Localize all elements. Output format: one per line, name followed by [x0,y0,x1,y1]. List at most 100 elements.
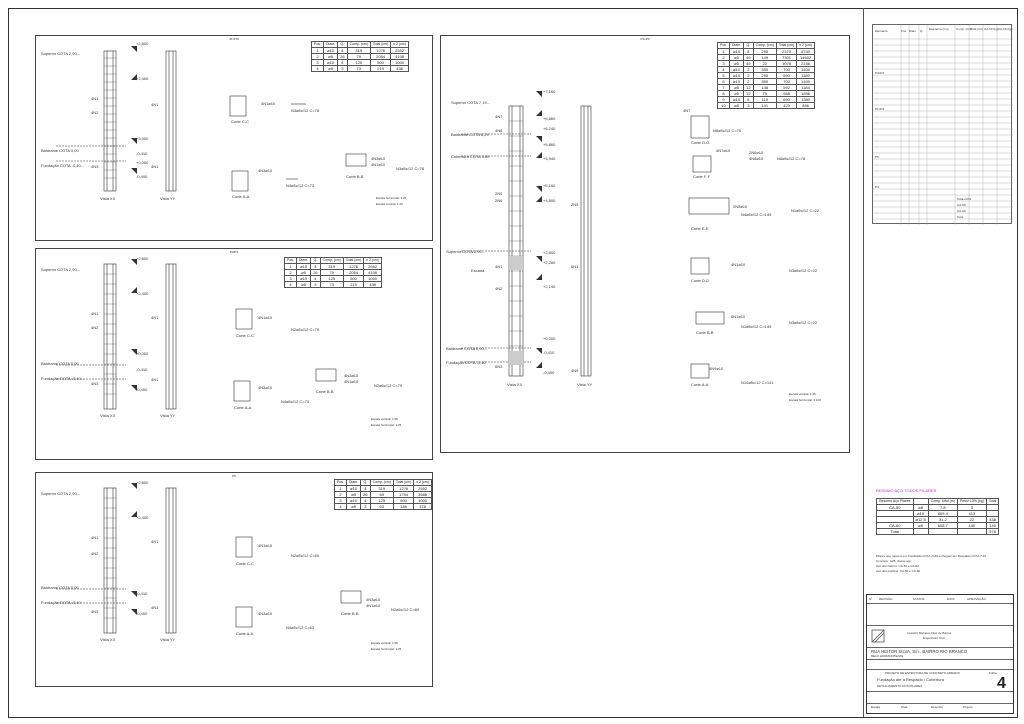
project-title: PROJETO DE ESTRUTURA DE CONCRETO ARMADO [885,671,960,675]
level-label: +2,140 [543,284,556,289]
floor-label: Cobertura COTA 5,80 [451,154,490,159]
view-label: Vista XX [100,413,116,418]
scale-note: Escala vertical: 1:25 [789,392,816,396]
level-label: +6,860 [543,116,556,121]
level-label: -0,410 [543,350,555,355]
panel-pilar-p1-p3: P1=P3 [440,35,850,453]
revision-header: APROVAÇÃO [967,597,986,601]
bar-schedule-table: Pos.Diam.Q.Comp. (cm)Total (cm)x 2 (cm) … [310,41,409,72]
panel-title: P1=P3 [640,37,650,41]
resumo-title: RESUMO AÇO TODOS PILARES [876,488,937,493]
callout: N4ø5c/12 C=149 [741,212,772,217]
bar-label: 2N5 [571,202,579,207]
view-label: Vista YY [160,413,176,418]
revision-header: DATA [947,597,955,601]
floor-label: Fundação COTA -0,40... [41,163,85,168]
view-label: Vista YY [577,382,593,387]
callout: N1ø5c/12 C=22 [791,208,820,213]
callout: 4N3ø10 [258,168,273,173]
bar-label: 4N2 [91,110,99,115]
bar-label: 4N1 [151,315,159,320]
callout: 4N1ø10 [258,543,273,548]
summary-header: Q. [920,29,924,33]
level-label: +2,400 [136,76,149,81]
summary-header: CA-60 (kg) [998,27,1013,31]
summary-group: P1=P3 [875,107,885,111]
callout: 6N1ø10 [731,314,746,319]
bar-schedule-table: Pos.Diam.Q.Comp. (cm)Total (cm)x 2 (cm) … [333,479,432,510]
panel-pilar-p2: P4/P4 +2,800 +2,400 +0,000 [35,248,433,460]
floor-label: Baldrame COTA 0,00 [41,148,79,153]
floor-label: Escada [471,268,485,273]
section-label: Corte A-A [232,194,250,199]
callout: N3ø5c/12 C=78 [396,166,425,171]
section-label: Corte C-C [231,119,250,124]
scale-note: Escala vertical: 1:25 [371,417,398,421]
callout: 4N3ø10 [258,611,273,616]
field-label: Data [901,705,908,709]
section-label: Corte E-E [691,226,709,231]
section-label: Corte F-F [693,174,711,179]
callout: N1ø5c/12 C=149 [741,324,772,329]
bar-label: 4N1 [91,535,99,540]
summary-header: Esquema (cm) [929,27,949,31]
callout: 4N1ø10 [261,101,276,106]
callout: 4N7 [683,108,691,113]
drawing-title: Fundação até a Respaldo / Cobertura [877,677,944,682]
engineer-name: Leandro Marques Dias de Barros [907,631,952,635]
panel-pilar-p5: P5 +2,800 +2,400 -0,410 -0, [35,472,433,687]
floor-label: Superior COTA 7,19... [451,100,491,105]
floor-label: Fundação COTA -0,40 [41,600,81,605]
bar-label: 4N3 [91,164,99,169]
bar-label: 4N8 [495,128,503,133]
callout: N8ø5c/12 C=70 [713,128,742,133]
scale-note: Escala vertical: 1:25 [376,202,403,206]
level-label: +5,160 [543,183,556,188]
callout: N10ø5c/12 C=141 [741,380,774,385]
callout: 4N3ø10 [371,156,386,161]
section-label: Corte A-A [236,631,254,636]
callout: 4N1ø10 [344,379,359,384]
callout: N2ø5c/12 C=69 [391,607,420,612]
level-label: +2,800 [136,41,149,46]
summary-header: Total (cm) [970,27,984,31]
floor-label: Baldrame COTA 0,00 [41,585,79,590]
bar-label: 4N1 [151,102,159,107]
section-label: Corte G-G [691,140,710,145]
panel-title: P5 [232,474,236,478]
section-label: Corte B-B [696,330,714,335]
revision-header: Nº [869,597,873,601]
bar-label: 4N1 [91,96,99,101]
bar-label: 4N1 [151,377,159,382]
view-label: Vista XX [100,637,116,642]
level-label: +0,000 [136,160,149,165]
callout: N4ø5c/12 C=63 [286,625,315,630]
bar-label: 4N2 [91,325,99,330]
bar-label: 4N1 [495,264,503,269]
summary-total: CA-60 [957,209,966,213]
callout: 4N3ø10 [344,373,359,378]
bar-label: 4N7 [495,114,503,119]
section-label: Corte A-A [234,405,252,410]
callout: N3ø5c/12 C=22 [789,268,818,273]
summary-grid [873,25,1013,225]
resumo-note: Concreto: C25; classe agr. [876,559,912,563]
callout: N3ø5c/12 C=22 [789,320,818,325]
summary-header: CA-50 (kg) [984,27,999,31]
summary-total: Total+10% [957,197,972,201]
revision-header: STATUS [913,597,925,601]
level-label: -0,410 [136,367,148,372]
bar-label: 4N2 [495,286,503,291]
summary-group: P4 [875,185,879,189]
callout: 4N8ø10 [749,156,764,161]
callout: N4ø5c/12 C=73 [286,183,315,188]
floor-label: Fundação COTA -0,40... [41,376,85,381]
level-label: +0,000 [543,336,556,341]
callout: 4N1ø10 [258,315,273,320]
summary-header: Pos. [901,29,908,33]
bar-label: 4N1 [151,605,159,610]
view-label: Vista YY [160,196,176,201]
floor-label: Baldrame COTA 0,00 [41,361,79,366]
